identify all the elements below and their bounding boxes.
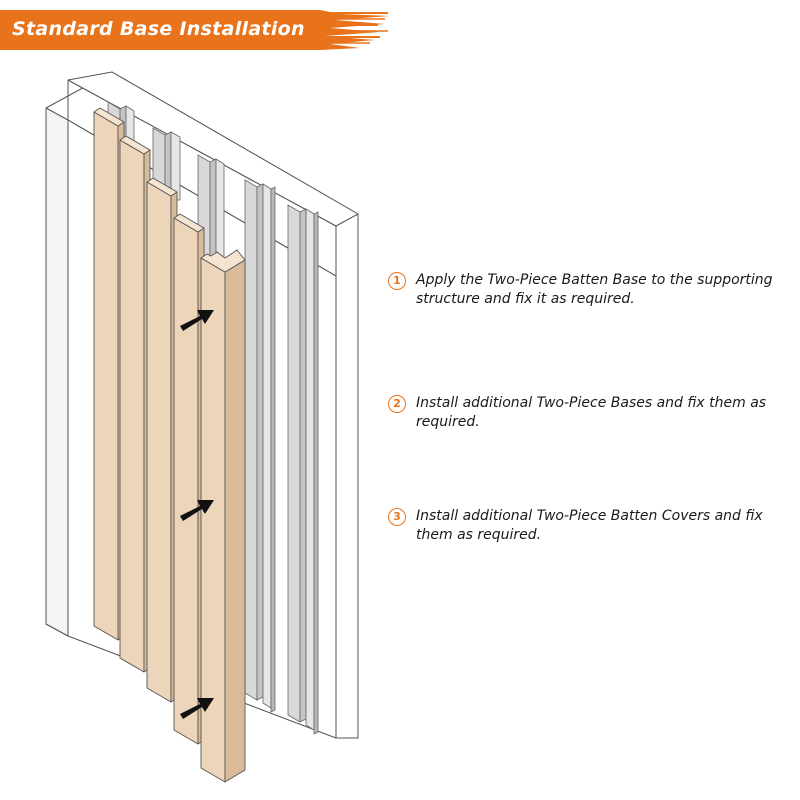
step-text: Apply the Two-Piece Batten Base to the s… — [416, 272, 773, 307]
arrow-icon — [180, 500, 214, 521]
batten-cover-3 — [146, 177, 178, 703]
arrow-icon — [180, 310, 214, 331]
step-number-badge: 2 — [388, 395, 406, 413]
batten-cover-2 — [119, 135, 151, 673]
page-title: Standard Base Installation — [12, 18, 305, 40]
arrows — [180, 310, 214, 719]
batten-base-1 — [287, 204, 319, 735]
step-text: Install additional Two-Piece Bases and f… — [416, 395, 767, 430]
step-number-badge: 1 — [388, 272, 406, 290]
batten-cover-1 — [93, 107, 125, 641]
header-banner — [0, 10, 390, 50]
batten-cover-5 — [200, 249, 246, 783]
batten-covers — [93, 107, 246, 783]
step-number-badge: 3 — [388, 508, 406, 526]
header-banner-background — [0, 10, 390, 50]
step-text: Install additional Two-Piece Batten Cove… — [416, 508, 763, 543]
arrow-icon — [180, 698, 214, 719]
batten-cover-4 — [173, 213, 205, 745]
batten-base-2 — [244, 179, 276, 713]
